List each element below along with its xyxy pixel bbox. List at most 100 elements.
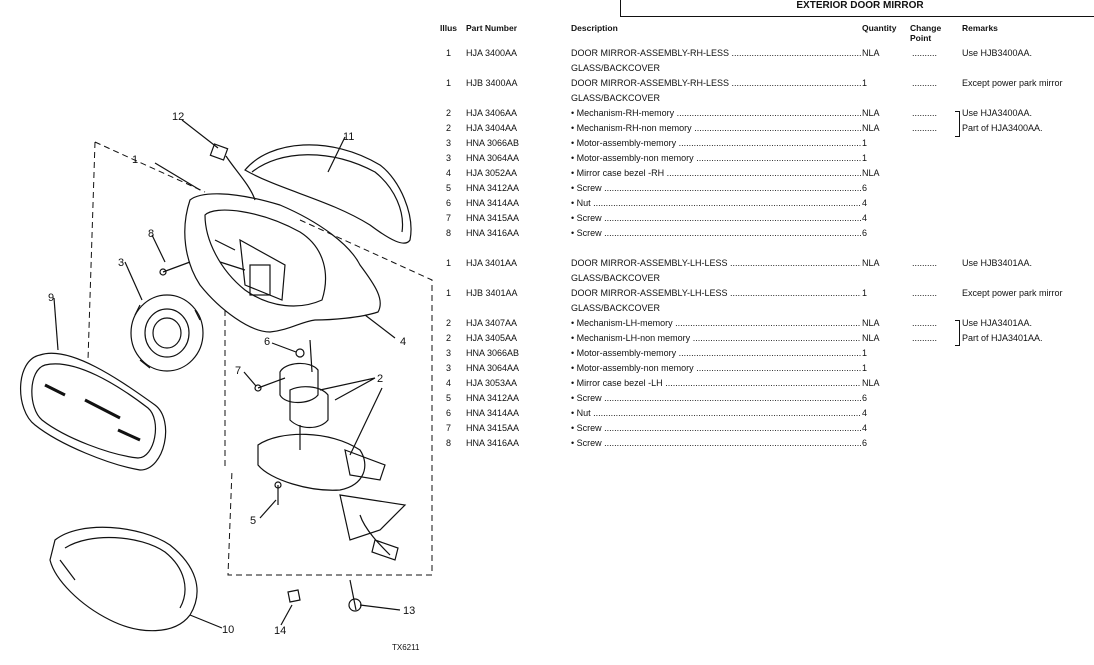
row-illus: 5 — [446, 183, 452, 193]
header-quantity: Quantity — [862, 23, 897, 33]
row-description: GLASS/BACKCOVER — [571, 93, 661, 103]
row-part-number: HNA 3064AA — [466, 153, 520, 163]
row-description: • Screw — [571, 438, 861, 449]
row-description: • Screw — [571, 393, 861, 404]
row-quantity: 1 — [862, 153, 868, 163]
row-description: • Motor-assembly-memory — [571, 138, 861, 149]
row-quantity: 6 — [862, 393, 868, 403]
row-description: GLASS/BACKCOVER — [571, 273, 661, 283]
row-part-number: HNA 3066AB — [466, 348, 520, 358]
row-quantity: 4 — [862, 213, 868, 223]
row-quantity: 1 — [862, 78, 868, 88]
header-part-number: Part Number — [466, 23, 518, 33]
callout-1: 1 — [132, 154, 138, 166]
row-quantity: NLA — [862, 168, 880, 178]
row-description: GLASS/BACKCOVER — [571, 63, 661, 73]
row-illus: 1 — [446, 288, 452, 298]
row-part-number: HJA 3407AA — [466, 318, 518, 328]
row-quantity: 1 — [862, 138, 868, 148]
row-description: DOOR MIRROR-ASSEMBLY-LH-LESS — [571, 258, 861, 269]
callout-5: 5 — [250, 515, 256, 527]
row-quantity: NLA — [862, 378, 880, 388]
callout-9: 9 — [48, 292, 54, 304]
row-illus: 3 — [446, 348, 452, 358]
row-illus: 1 — [446, 48, 452, 58]
row-part-number: HJA 3401AA — [466, 258, 518, 268]
header-illus: Illus — [440, 23, 458, 33]
row-remarks: Part of HJA3401AA. — [962, 333, 1043, 343]
row-quantity: NLA — [862, 318, 880, 328]
remarks-bracket — [955, 320, 960, 346]
row-description: • Mechanism-RH-memory — [571, 108, 861, 119]
callout-labels: 12 11 1 8 3 9 4 6 7 2 5 13 14 10 — [48, 111, 415, 637]
row-quantity: 6 — [862, 438, 868, 448]
row-part-number: HNA 3064AA — [466, 363, 520, 373]
exploded-diagram: 12 11 1 8 3 9 4 6 7 2 5 13 14 10 TX6211 — [0, 0, 440, 665]
header-change-point: Change Point — [910, 23, 942, 43]
row-quantity: NLA — [862, 333, 880, 343]
callout-7: 7 — [235, 365, 241, 377]
row-part-number: HJA 3400AA — [466, 48, 518, 58]
change-point-leader: .......... — [912, 123, 938, 133]
row-quantity: 1 — [862, 363, 868, 373]
header-description: Description — [571, 23, 618, 33]
row-illus: 5 — [446, 393, 452, 403]
row-illus: 1 — [446, 78, 452, 88]
row-description: • Mirror case bezel -LH — [571, 378, 861, 389]
figure-reference: TX6211 — [392, 643, 420, 652]
row-part-number: HJA 3053AA — [466, 378, 518, 388]
row-illus: 1 — [446, 258, 452, 268]
callout-11: 11 — [343, 131, 354, 143]
row-description: DOOR MIRROR-ASSEMBLY-LH-LESS — [571, 288, 861, 299]
change-point-leader: .......... — [912, 288, 938, 298]
callout-13: 13 — [403, 605, 415, 617]
row-part-number: HNA 3414AA — [466, 198, 520, 208]
row-description: • Screw — [571, 228, 861, 239]
row-description: • Screw — [571, 183, 861, 194]
row-part-number: HNA 3416AA — [466, 438, 520, 448]
callout-2: 2 — [377, 373, 383, 385]
callout-12: 12 — [172, 111, 184, 123]
callout-8: 8 — [148, 228, 154, 240]
row-description: • Nut — [571, 408, 861, 419]
row-illus: 3 — [446, 138, 452, 148]
row-remarks: Except power park mirror — [962, 288, 1063, 298]
row-description: • Mechanism-LH-non memory — [571, 333, 861, 344]
row-illus: 2 — [446, 333, 452, 343]
row-description: • Nut — [571, 198, 861, 209]
row-illus: 2 — [446, 318, 452, 328]
callout-4: 4 — [400, 336, 406, 348]
row-illus: 3 — [446, 363, 452, 373]
row-illus: 3 — [446, 153, 452, 163]
callout-3: 3 — [118, 257, 124, 269]
change-point-leader: .......... — [912, 108, 938, 118]
change-point-leader: .......... — [912, 78, 938, 88]
row-part-number: HNA 3415AA — [466, 213, 520, 223]
row-description: • Motor-assembly-non memory — [571, 363, 861, 374]
row-part-number: HJB 3400AA — [466, 78, 518, 88]
row-part-number: HJA 3052AA — [466, 168, 518, 178]
row-illus: 6 — [446, 198, 452, 208]
row-quantity: 1 — [862, 348, 868, 358]
row-illus: 6 — [446, 408, 452, 418]
row-quantity: 4 — [862, 198, 868, 208]
row-quantity: 4 — [862, 408, 868, 418]
callout-14: 14 — [274, 625, 286, 637]
row-part-number: HNA 3066AB — [466, 138, 520, 148]
callout-10: 10 — [222, 624, 234, 636]
mirror-exploded-view-illustration: 12 11 1 8 3 9 4 6 7 2 5 13 14 10 TX6211 — [19, 111, 433, 652]
row-quantity: NLA — [862, 48, 880, 58]
change-point-leader: .......... — [912, 48, 938, 58]
row-description: • Screw — [571, 423, 861, 434]
row-description: • Mirror case bezel -RH — [571, 168, 861, 179]
row-illus: 4 — [446, 168, 452, 178]
row-description: • Screw — [571, 213, 861, 224]
row-part-number: HNA 3412AA — [466, 183, 520, 193]
row-description: DOOR MIRROR-ASSEMBLY-RH-LESS — [571, 48, 861, 59]
row-description: • Motor-assembly-memory — [571, 348, 861, 359]
row-part-number: HNA 3415AA — [466, 423, 520, 433]
row-quantity: NLA — [862, 123, 880, 133]
row-illus: 2 — [446, 108, 452, 118]
row-quantity: 6 — [862, 183, 868, 193]
row-remarks: Use HJB3401AA. — [962, 258, 1033, 268]
